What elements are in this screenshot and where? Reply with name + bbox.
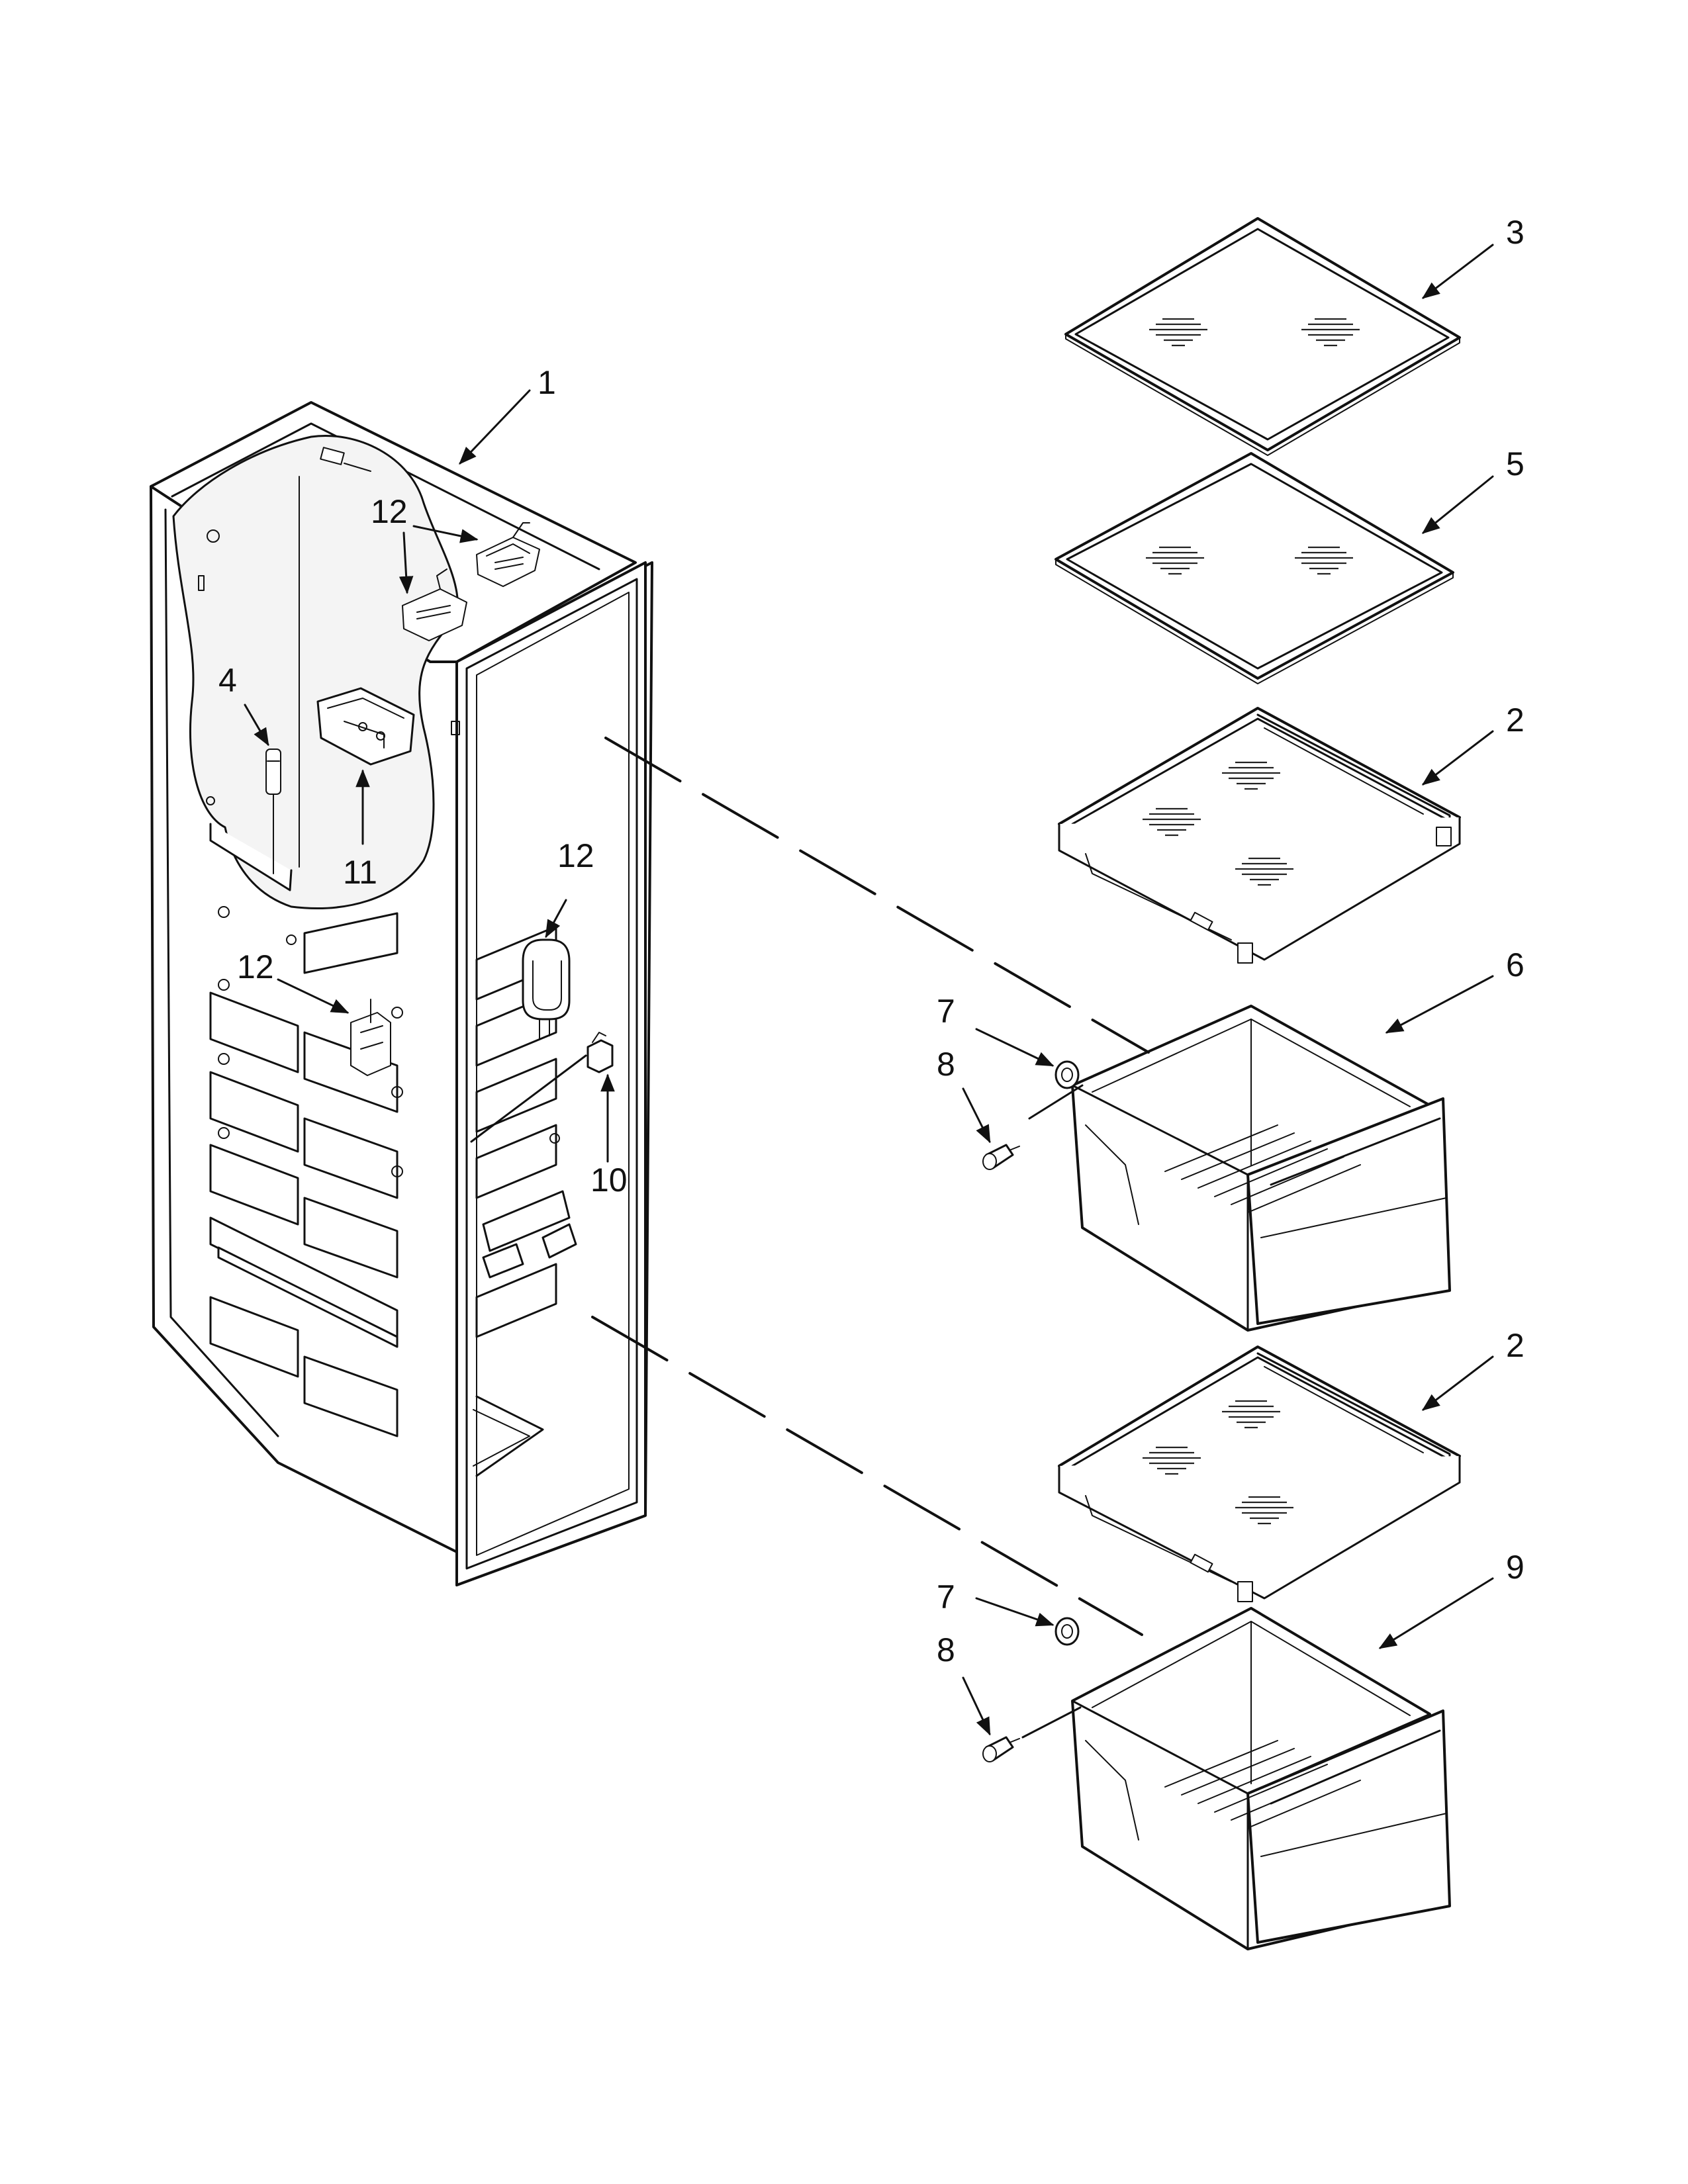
callout-7b: 7 [937, 1578, 955, 1615]
crisper-drawer-part-6 [1071, 1005, 1451, 1332]
light-assembly-part-12-top [402, 522, 540, 641]
callout-7a: 7 [937, 993, 955, 1030]
callout-2a: 2 [1506, 702, 1524, 739]
light-assembly-part-12-side [522, 938, 571, 1040]
callout-4: 4 [218, 662, 237, 699]
callout-1: 1 [538, 364, 556, 401]
callout-labels: 1 3 5 2 6 2 9 4 11 12 12 12 10 7 8 7 8 [218, 214, 1524, 1668]
switch-part-10 [586, 1032, 614, 1073]
callout-8b: 8 [937, 1631, 955, 1668]
framed-shelf-part-2-lower [1058, 1345, 1461, 1602]
callout-5: 5 [1506, 445, 1524, 482]
framed-shelf-part-2-upper [1058, 707, 1461, 964]
callout-12a: 12 [371, 493, 408, 530]
light-assembly-part-12-rear [350, 999, 391, 1076]
callout-6: 6 [1506, 946, 1524, 983]
glass-shelf-part-3 [1064, 217, 1461, 456]
leader-arrows [244, 244, 1494, 1736]
alignment-lines [470, 737, 1150, 1739]
crisper-drawer-part-9 [1071, 1607, 1451, 1950]
callout-9: 9 [1506, 1549, 1524, 1586]
callout-12c: 12 [237, 948, 274, 985]
cabinet-liner [150, 401, 653, 1586]
drawer-roller-part-7-lower [1055, 1617, 1080, 1646]
callout-3: 3 [1506, 214, 1524, 251]
drawer-screw-part-8-lower [982, 1736, 1020, 1762]
housing-part-11 [316, 687, 415, 766]
callout-11: 11 [343, 854, 377, 891]
glass-shelf-part-5 [1055, 452, 1454, 684]
drawer-screw-part-8-upper [982, 1144, 1020, 1170]
drawer-roller-part-7-upper [1055, 1060, 1080, 1089]
liner-ribs [209, 823, 577, 1437]
thermistor-part-4 [265, 749, 281, 874]
callout-10: 10 [590, 1161, 628, 1199]
callout-12b: 12 [557, 837, 594, 874]
callout-2b: 2 [1506, 1327, 1524, 1364]
callout-8a: 8 [937, 1046, 955, 1083]
